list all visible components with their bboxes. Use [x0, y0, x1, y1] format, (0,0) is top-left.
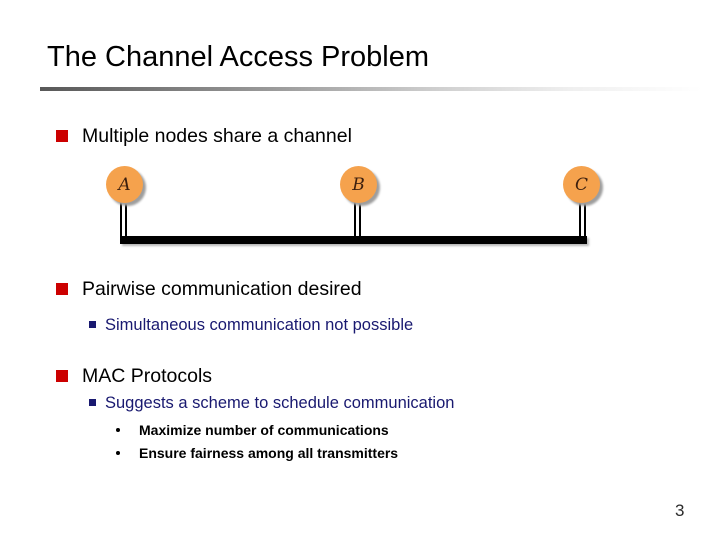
bullet-item-pairwise: Pairwise communication desired [56, 278, 362, 300]
sub-sub-bullet-maximize: Maximize number of communications [116, 423, 389, 437]
sub-bullet-label: Simultaneous communication not possible [105, 316, 414, 334]
sub-bullet-label: Suggests a scheme to schedule communicat… [105, 394, 455, 412]
square-bullet-icon [56, 130, 68, 142]
bullet-label: Multiple nodes share a channel [82, 125, 352, 147]
bullet-item-multiple-nodes: Multiple nodes share a channel [56, 125, 352, 147]
page-title: The Channel Access Problem [47, 41, 430, 73]
dot-bullet-icon [116, 451, 120, 455]
node-a: A [106, 166, 143, 203]
square-bullet-icon [56, 370, 68, 382]
title-divider [40, 87, 702, 91]
node-b-label: B [352, 174, 365, 195]
sub-bullet-simultaneous: Simultaneous communication not possible [89, 317, 413, 334]
node-b: B [340, 166, 377, 203]
square-bullet-icon [89, 399, 96, 406]
node-a-stem [120, 202, 127, 237]
page-number: 3 [675, 501, 685, 520]
square-bullet-icon [89, 321, 96, 328]
dot-bullet-icon [116, 428, 120, 432]
bullet-item-mac-protocols: MAC Protocols [56, 365, 213, 387]
bullet-label: MAC Protocols [82, 365, 213, 387]
sub-sub-bullet-label: Ensure fairness among all transmitters [139, 445, 399, 461]
node-a-label: A [118, 174, 131, 195]
channel-bus-bar [120, 236, 587, 244]
node-b-stem [354, 202, 361, 237]
bullet-label: Pairwise communication desired [82, 278, 362, 300]
node-c-stem [579, 202, 586, 237]
sub-bullet-suggests-scheme: Suggests a scheme to schedule communicat… [89, 395, 454, 412]
node-c: C [563, 166, 600, 203]
node-c-label: C [574, 174, 588, 195]
sub-sub-bullet-label: Maximize number of communications [139, 422, 389, 438]
square-bullet-icon [56, 283, 68, 295]
sub-sub-bullet-fairness: Ensure fairness among all transmitters [116, 446, 398, 460]
